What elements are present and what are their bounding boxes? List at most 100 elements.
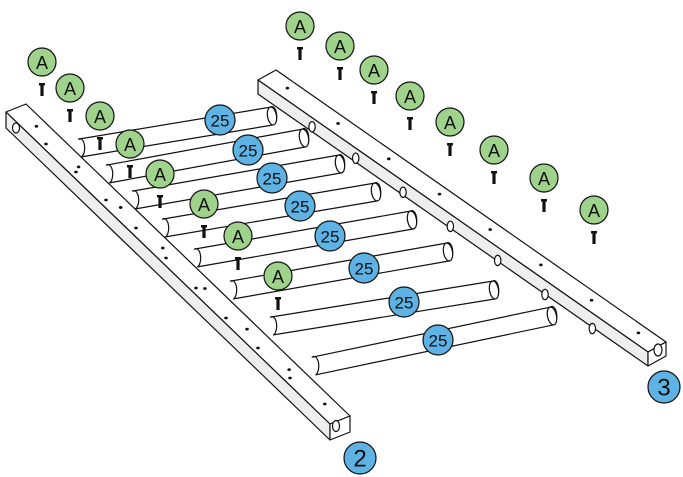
rung-part-badge-circle xyxy=(388,286,420,318)
screw-icon xyxy=(157,195,163,208)
rung-part-badge: 25 xyxy=(284,190,316,222)
rung-end xyxy=(488,280,500,300)
pilot-hole-icon xyxy=(224,316,228,320)
screw-head xyxy=(371,91,377,94)
screw-a-badge-label: A xyxy=(368,61,380,81)
screw-a-badge-label: A xyxy=(538,169,550,189)
screw-icon xyxy=(97,137,103,150)
right-side-rail xyxy=(257,69,667,367)
pilot-hole-icon xyxy=(118,206,123,209)
rung-part-badge: 25 xyxy=(204,104,236,136)
left-rail-part-badge-circle xyxy=(343,441,377,475)
pilot-hole-icon xyxy=(287,368,291,372)
screw-head xyxy=(67,109,73,112)
rung-end xyxy=(546,306,558,326)
left-rail-part-badge-label: 2 xyxy=(353,446,366,473)
rung-part-badge: 25 xyxy=(232,134,264,166)
screw-a-badge-label: A xyxy=(124,135,136,155)
rung-hole xyxy=(308,121,316,133)
rung-end xyxy=(334,154,346,174)
screw-a-badge: A xyxy=(579,195,609,225)
rung-part-badge-circle xyxy=(232,134,264,166)
pilot-hole-icon xyxy=(161,246,165,250)
screw-a-badge: A xyxy=(285,11,315,41)
screw-a-badge-label: A xyxy=(334,37,346,57)
screw-a-badge-circle xyxy=(189,189,219,219)
screw-a-badge-label: A xyxy=(444,113,456,133)
rung-part-badge-circle xyxy=(422,324,454,356)
screw-a-badge: A xyxy=(529,163,559,193)
rung-part-badge-label: 25 xyxy=(239,142,258,161)
rung-part-badge: 25 xyxy=(388,286,420,318)
rung-part-badge-label: 25 xyxy=(355,260,374,279)
pilot-hole-icon xyxy=(437,192,442,196)
pilot-hole-icon xyxy=(245,327,249,331)
screw-icon xyxy=(39,83,45,96)
right-rail-part-badge-label: 3 xyxy=(657,375,670,402)
screw-head xyxy=(297,47,303,50)
rung-end xyxy=(298,128,310,148)
screw-icon xyxy=(407,117,413,130)
pilot-hole-icon xyxy=(285,86,290,90)
pilot-hole-icon xyxy=(336,122,340,125)
screw-a-badge: A xyxy=(395,81,425,111)
screw-head xyxy=(127,165,133,168)
screw-head xyxy=(201,225,207,228)
rung-hole xyxy=(541,288,549,301)
screw-a-badge: A xyxy=(359,55,389,85)
screw-shank xyxy=(592,232,596,244)
screw-a-badge: A xyxy=(115,129,145,159)
pilot-hole-icon xyxy=(74,170,78,174)
screw-a-badge: A xyxy=(479,135,509,165)
screw-a-badge-circle xyxy=(223,221,253,251)
screw-a-badge-label: A xyxy=(36,53,48,73)
left-side-rail xyxy=(5,103,351,441)
rung-4 xyxy=(161,182,382,238)
screw-a-badge: A xyxy=(189,189,219,219)
pilot-hole-icon xyxy=(76,165,81,169)
screw-a-badge-circle xyxy=(27,47,57,77)
end-hole xyxy=(331,419,341,433)
rung-part-badge-label: 25 xyxy=(321,228,340,247)
rung-part-badge: 25 xyxy=(314,220,346,252)
rung-part-badge-label: 25 xyxy=(211,112,230,131)
screw-head xyxy=(39,83,45,86)
rung-part-badge: 25 xyxy=(422,324,454,356)
screw-a-badge: A xyxy=(435,107,465,137)
screw-a-badge-circle xyxy=(325,31,355,61)
screw-a-badge-label: A xyxy=(64,79,76,99)
right-rail-part-badge-circle xyxy=(647,370,681,404)
rung-part-badge-circle xyxy=(348,252,380,284)
pilot-hole-icon xyxy=(589,298,594,302)
screw-shank xyxy=(338,68,342,80)
screw-shank xyxy=(158,196,162,208)
screw-head xyxy=(447,143,453,146)
rung-3 xyxy=(131,154,346,210)
screw-a-badge: A xyxy=(85,101,115,131)
pilot-hole-icon xyxy=(203,287,207,290)
screw-shank xyxy=(408,118,412,130)
rung-hole xyxy=(351,152,360,165)
screw-a-badge-circle xyxy=(435,107,465,137)
screw-icon xyxy=(337,67,343,80)
pilot-hole-icon xyxy=(164,256,168,260)
pilot-hole-icon xyxy=(636,331,641,335)
rung-end xyxy=(406,210,418,230)
rung-part-badge-circle xyxy=(204,104,236,136)
rung-part-badge-label: 25 xyxy=(263,170,282,189)
screw-a-badge: A xyxy=(55,73,85,103)
screw-icon xyxy=(201,225,207,238)
screw-head xyxy=(275,297,281,300)
screw-shank xyxy=(236,258,240,270)
screw-icon xyxy=(275,297,281,310)
screw-head xyxy=(97,137,103,140)
screw-a-badge-circle xyxy=(579,195,609,225)
pilot-hole-icon xyxy=(34,124,39,128)
screw-a-badge: A xyxy=(145,159,175,189)
screw-a-badge-label: A xyxy=(232,227,244,247)
screw-shank xyxy=(542,200,546,212)
pilot-hole-icon xyxy=(44,142,48,146)
screw-head xyxy=(407,117,413,120)
screw-a-badge-label: A xyxy=(294,17,306,37)
